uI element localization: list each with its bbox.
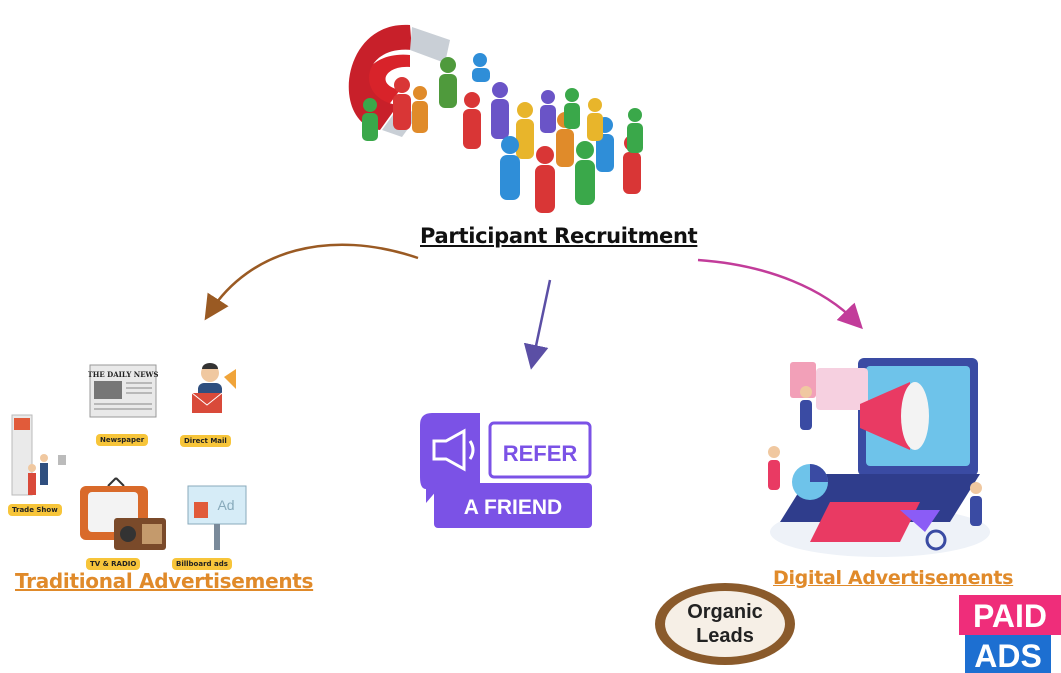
direct-mail-label: Direct Mail [180, 435, 231, 447]
tv-radio-icon [80, 477, 166, 550]
digital-marketing-illustration [768, 358, 990, 557]
trade-show-label: Trade Show [8, 504, 62, 516]
crowd-people-icons [362, 53, 643, 213]
arrow-to-refer [523, 279, 552, 370]
paid-text: PAID [973, 598, 1047, 634]
arrow-to-traditional [204, 243, 419, 321]
magnet-crowd-illustration [348, 24, 643, 213]
arrow-to-digital [697, 258, 863, 330]
billboard-ad-text: Ad [217, 497, 234, 513]
newspaper-label: Newspaper [96, 434, 149, 446]
megaphone-icon [432, 428, 475, 472]
ads-text: ADS [974, 638, 1042, 673]
trade-show-icon [11, 414, 66, 496]
refer-text: REFER [503, 441, 578, 466]
leads-text: Leads [696, 625, 754, 647]
participant-recruitment-title: Participant Recruitment [420, 224, 698, 248]
refer-a-friend-badge: REFER A FRIEND [420, 413, 592, 528]
newspaper-masthead: THE DAILY NEWS [88, 370, 158, 379]
a-friend-text: A FRIEND [464, 496, 562, 519]
traditional-advertisements-title: Traditional Advertisements [15, 569, 314, 593]
digital-advertisements-title: Digital Advertisements [773, 567, 1014, 589]
direct-mail-icon [191, 363, 236, 413]
newspaper-icon: THE DAILY NEWS [88, 364, 158, 418]
paid-ads-badge: PAID ADS [959, 595, 1061, 673]
billboard-icon: Ad [187, 485, 247, 550]
tv-radio-label: TV & RADIO [86, 558, 141, 570]
organic-leads-badge: Organic Leads [655, 583, 795, 665]
organic-text: Organic [687, 601, 763, 623]
billboard-label: Billboard ads [172, 558, 232, 570]
